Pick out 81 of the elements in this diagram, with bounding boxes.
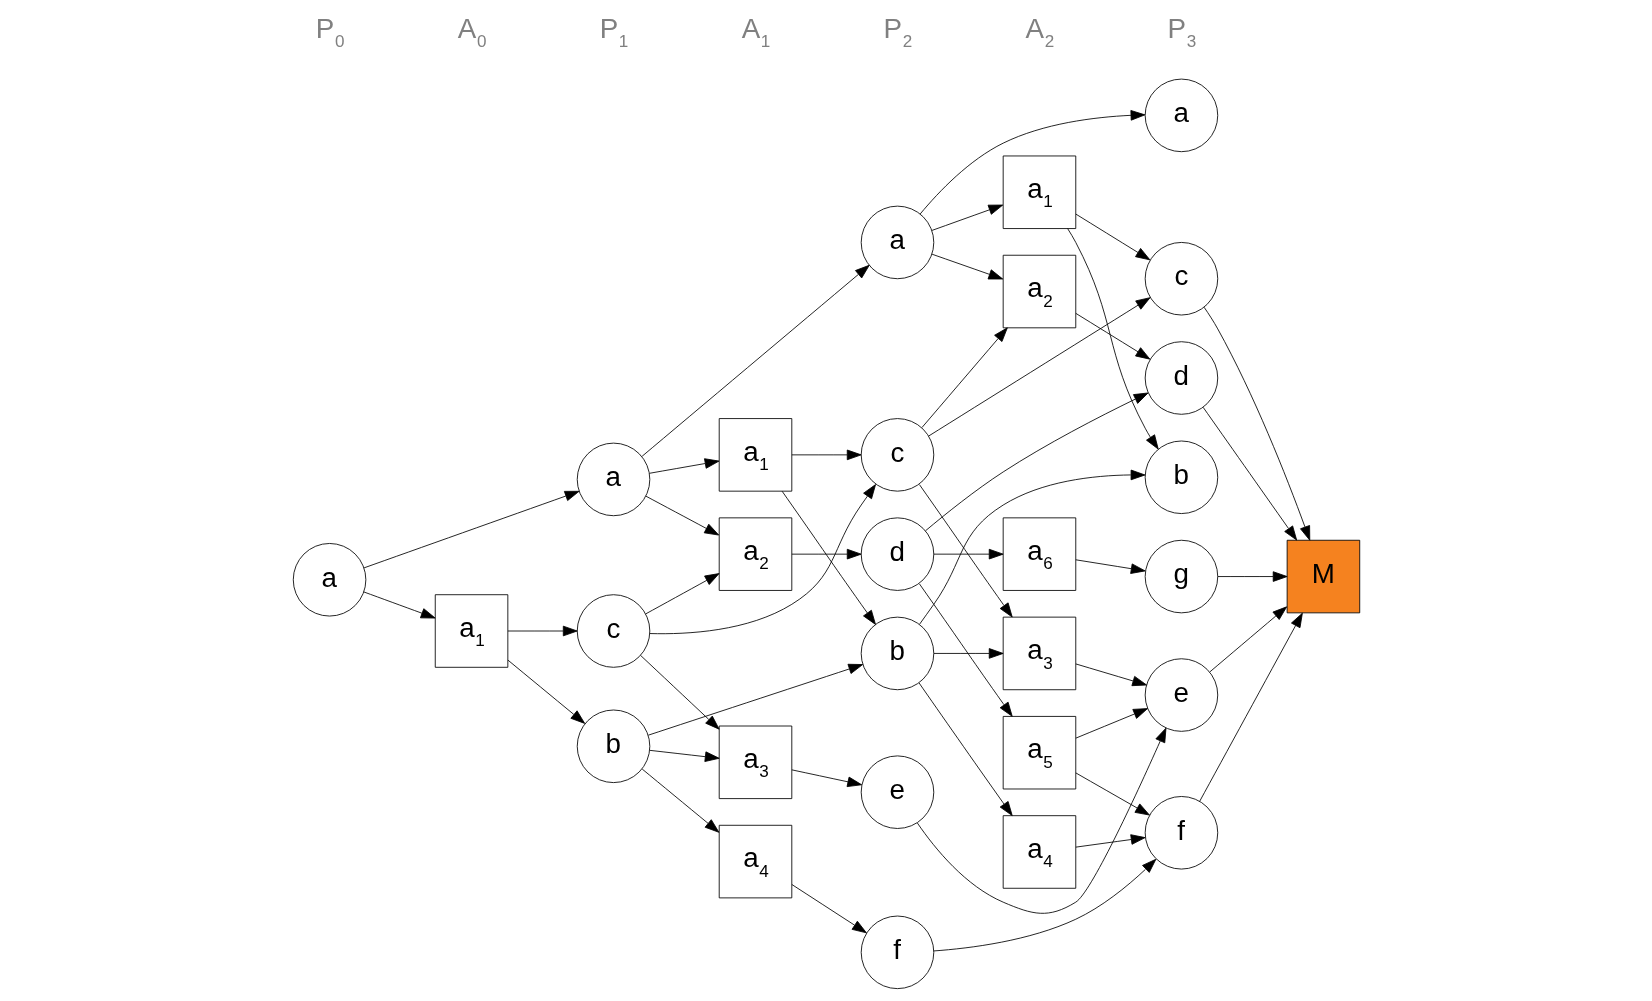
arrow [931,253,1003,280]
arrow [507,659,585,724]
node-box: a$_{1}$ [1002,155,1076,229]
node-box: a$_{2}$ [1002,254,1076,329]
arrow [790,548,862,560]
arrow [919,110,1145,215]
arrow [790,884,867,934]
label: A$_{1}$ [741,12,770,52]
arrow [649,484,876,635]
node-circle: a [1144,78,1218,153]
node-circle: b [860,616,934,691]
node-circle: e [860,755,934,829]
arrow [1208,606,1287,673]
arrow [918,484,1013,618]
arrow [1074,708,1148,739]
arrow [918,469,1145,625]
node-box: a$_{1}$ [434,594,508,668]
arrow [648,749,720,762]
arrow [363,490,579,569]
arrow [1074,834,1146,848]
node-circle: f [860,915,934,990]
arrow [647,663,863,736]
arrow [932,858,1156,952]
label: A$_{0}$ [457,12,486,52]
node-circle: a [860,205,934,280]
node-circle: d [860,517,934,591]
arrow [1202,406,1297,541]
node-circle: d [1144,341,1218,415]
node-circle: c [1144,242,1218,316]
arrow [648,458,719,474]
label: P$_{2}$ [883,12,912,52]
node-box: M [1286,539,1360,614]
arrow [918,583,1013,717]
label: A$_{2}$ [1025,12,1054,52]
node-circle: b [576,709,650,783]
arrow [790,449,862,461]
node-box: a$_{3}$ [1002,616,1076,691]
node-circle: c [860,418,934,492]
node-circle: b [1144,440,1218,514]
arrow [921,327,1008,428]
node-circle: g [1144,539,1218,614]
arrow [1074,772,1150,816]
arrow [927,297,1150,437]
node-box: a$_{4}$ [718,824,792,899]
arrow [644,573,719,615]
arrow [1203,306,1310,541]
node-circle: f [1144,796,1218,870]
arrow [641,264,870,457]
node-box: a$_{5}$ [1002,716,1076,790]
arrow [932,548,1004,560]
node-circle: a [292,543,366,617]
node-circle: e [1144,658,1218,732]
arrow [645,495,719,536]
arrow [639,654,720,730]
arrow [1074,559,1146,574]
label: P$_{0}$ [315,12,344,52]
node-box: a$_{4}$ [1002,815,1076,889]
arrow [916,727,1166,914]
node-box: a$_{2}$ [718,517,792,591]
arrow [781,490,876,625]
node-box: a$_{3}$ [718,725,792,800]
arrow [1198,612,1303,802]
label: P$_{3}$ [1167,12,1196,52]
node-circle: c [576,594,650,668]
arrow [1216,571,1287,582]
arrow [362,591,436,619]
arrow [932,648,1004,659]
arrow [1074,312,1150,360]
arrow [1066,228,1159,450]
arrow [931,204,1003,231]
arrow [507,625,578,637]
arrow [790,769,862,788]
node-circle: a [576,442,650,517]
label: P$_{1}$ [599,12,628,52]
arrow [924,392,1148,532]
node-box: a$_{1}$ [718,418,792,492]
arrow [641,768,719,833]
arrow [918,682,1013,816]
arrow [1074,663,1147,687]
node-box: a$_{6}$ [1002,517,1076,591]
arrow [1074,213,1150,261]
